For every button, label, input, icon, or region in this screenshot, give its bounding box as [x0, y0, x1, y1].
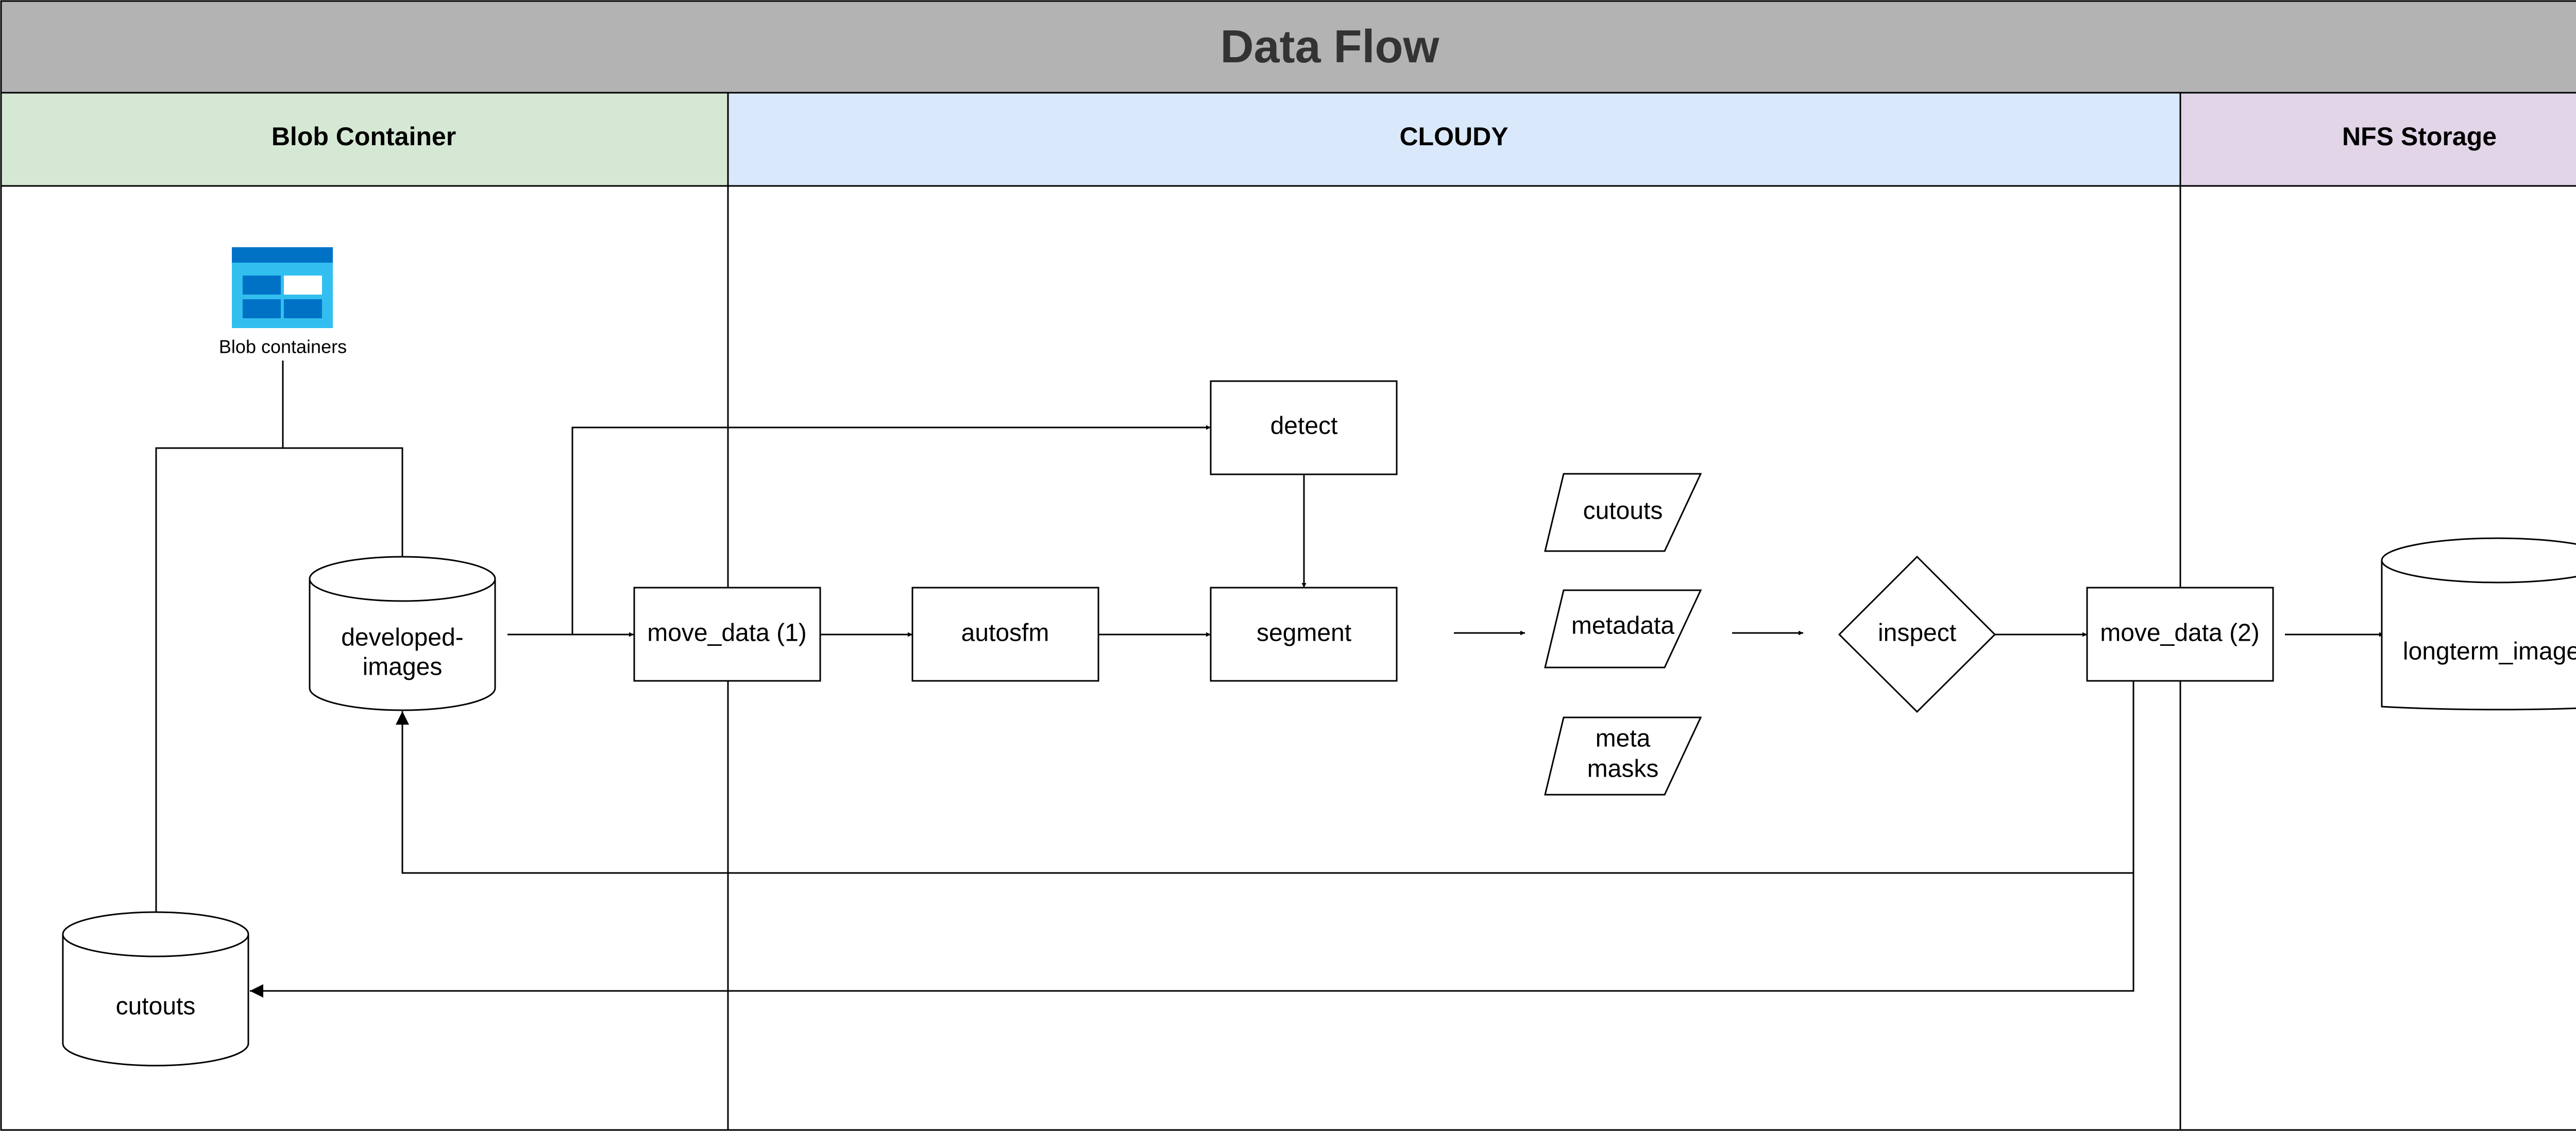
segment-step[interactable]: segment	[1210, 587, 1398, 682]
lane-cloudy-label: CLOUDY	[1399, 122, 1508, 151]
inspect-label: inspect	[1878, 620, 1956, 647]
blob-containers-label: Blob containers	[219, 336, 347, 357]
autosfm-step[interactable]: autosfm	[911, 587, 1099, 682]
lane-cloudy: CLOUDY	[727, 92, 2181, 1131]
developed-images-label-line1: developed-	[341, 624, 464, 652]
developed-images-label-line2: images	[363, 654, 443, 681]
cutouts-store-label: cutouts	[116, 993, 196, 1020]
edge-icon-to-developed-images	[282, 361, 403, 557]
move-data-2-label: move_data (2)	[2100, 620, 2260, 647]
edge-icon-to-cutouts	[155, 447, 283, 912]
segment-label: segment	[1257, 620, 1351, 647]
detect-step[interactable]: detect	[1210, 380, 1398, 475]
move-data-1-step[interactable]: move_data (1)	[633, 587, 821, 682]
move-data-2-step[interactable]: move_data (2)	[2086, 587, 2274, 682]
longterm-images-label: longterm_images	[2403, 638, 2576, 665]
lane-blob-container-label: Blob Container	[272, 122, 456, 151]
lane-nfs-storage-label: NFS Storage	[2342, 122, 2497, 151]
lane-blob-container: Blob Container	[0, 92, 729, 1131]
autosfm-label: autosfm	[961, 620, 1049, 647]
meta-masks-label-line2: masks	[1587, 756, 1659, 783]
inspect-decision[interactable]: inspect	[1838, 555, 1996, 713]
cutouts-store[interactable]: cutouts	[62, 911, 249, 1067]
metadata-output[interactable]: metadata	[1544, 589, 1702, 669]
longterm-images-store[interactable]: longterm_images	[2381, 537, 2576, 711]
edges	[155, 361, 2384, 998]
metadata-output-label: metadata	[1571, 612, 1674, 640]
meta-masks-output[interactable]: meta masks	[1544, 716, 1702, 796]
meta-masks-label-line1: meta	[1596, 725, 1651, 752]
blob-containers-node[interactable]: Blob containers	[219, 247, 347, 357]
lane-nfs-storage: NFS Storage	[2179, 92, 2576, 1131]
title-bar: Data Flow	[0, 0, 2576, 94]
page-title: Data Flow	[1220, 21, 1439, 73]
move-data-1-label: move_data (1)	[647, 620, 807, 647]
blob-containers-icon	[232, 247, 333, 328]
edge-move-data-2-to-cutouts	[250, 873, 2134, 998]
cutouts-output-label: cutouts	[1583, 498, 1663, 525]
cutouts-output[interactable]: cutouts	[1544, 473, 1702, 552]
edge-developed-to-detect	[571, 425, 1211, 635]
detect-label: detect	[1270, 413, 1338, 440]
edge-move-data-2-to-developed-images	[396, 681, 2134, 874]
developed-images-store[interactable]: developed- images	[309, 556, 496, 711]
